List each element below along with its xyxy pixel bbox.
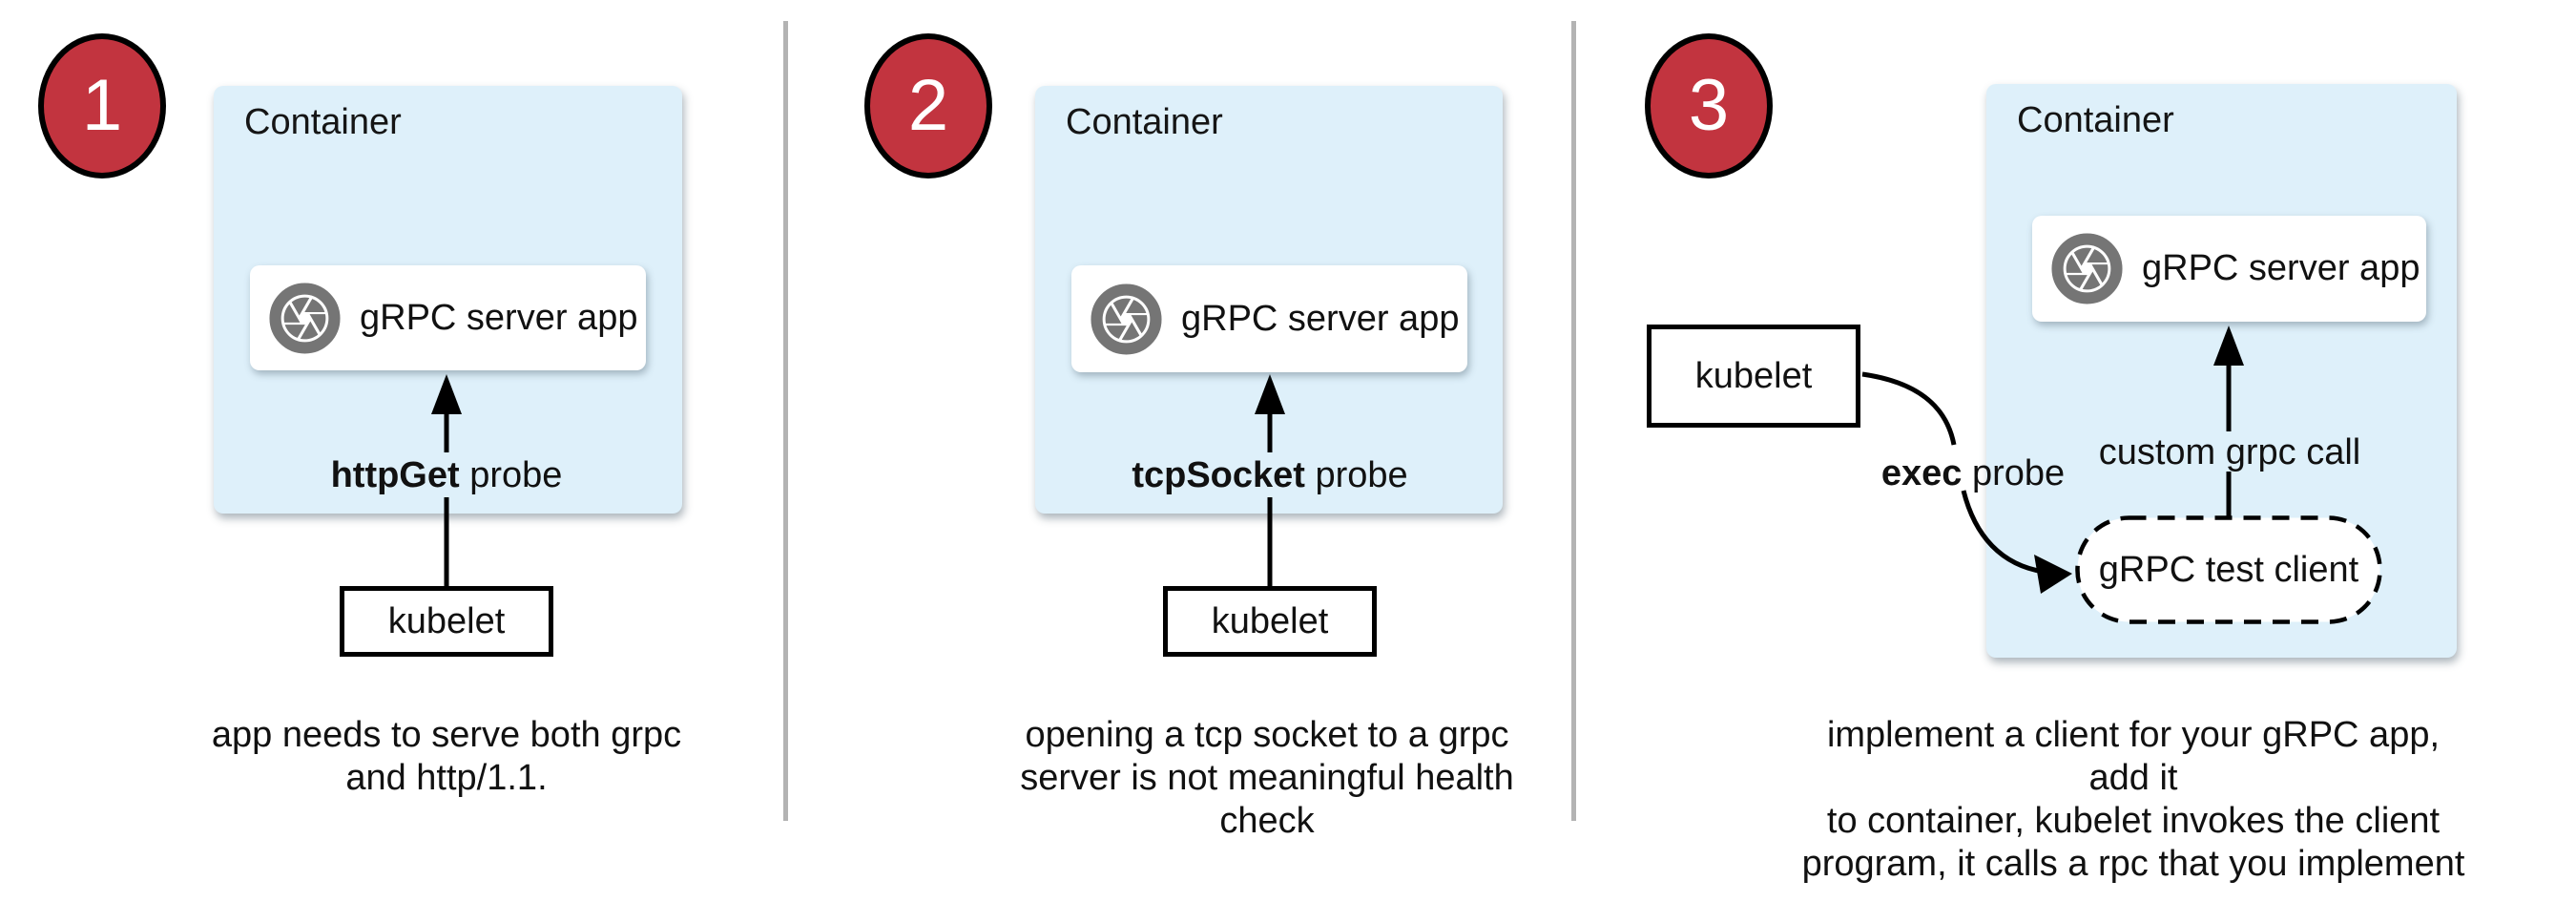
probe-word: probe — [1304, 455, 1408, 495]
custom-grpc-call-label: custom grpc call — [2098, 432, 2361, 472]
kubelet-label: kubelet — [387, 600, 506, 641]
kubelet-box: kubelet — [340, 586, 553, 657]
container-title: Container — [2017, 100, 2174, 140]
probe-type: exec — [1880, 453, 1963, 493]
container-title: Container — [1066, 102, 1223, 142]
probe-word: probe — [459, 455, 563, 495]
step-badge-1: 1 — [38, 33, 166, 178]
step-badge-2: 2 — [864, 33, 992, 178]
panel-divider — [783, 21, 788, 821]
exec-arrow-curve — [1861, 371, 1957, 446]
grpc-server-app-label: gRPC server app — [360, 297, 638, 338]
grpc-server-app-box: gRPC server app — [2032, 216, 2426, 322]
probe-label-exec: exec probe — [1782, 452, 2164, 495]
kubelet-box: kubelet — [1647, 325, 1860, 428]
arrowhead-up — [431, 374, 462, 414]
panel-caption-1: app needs to serve both grpc and http/1.… — [211, 715, 682, 798]
kubelet-label: kubelet — [1211, 600, 1329, 641]
grpc-server-app-box: gRPC server app — [250, 265, 646, 370]
step-badge-3: 3 — [1645, 33, 1773, 178]
aperture-icon — [269, 282, 341, 354]
arrowhead-right — [2034, 555, 2072, 594]
exec-arrow-curve — [1961, 490, 2045, 575]
aperture-icon — [1091, 283, 1162, 355]
arrowhead-up — [2213, 325, 2244, 366]
probe-label-httpget: httpGet probe — [256, 454, 637, 497]
kubelet-box: kubelet — [1163, 586, 1377, 657]
step-number: 3 — [1688, 65, 1730, 146]
grpc-test-client-shape — [2075, 515, 2382, 624]
panel-divider — [1571, 21, 1576, 821]
grpc-server-app-box: gRPC server app — [1071, 265, 1467, 372]
probe-label-tcpsocket: tcpSocket probe — [1079, 454, 1461, 497]
arrowhead-up — [1255, 374, 1285, 414]
panel-caption-2: opening a tcp socket to a grpc server is… — [1020, 715, 1514, 841]
step-number: 1 — [81, 65, 123, 146]
grpc-test-client-label: gRPC test client — [2098, 549, 2359, 590]
grpc-server-app-label: gRPC server app — [1181, 298, 1460, 339]
kubelet-label: kubelet — [1694, 355, 1813, 396]
grpc-server-app-label: gRPC server app — [2142, 248, 2420, 288]
step-number: 2 — [907, 65, 949, 146]
container-title: Container — [244, 102, 402, 142]
probe-word: probe — [1962, 453, 2066, 493]
aperture-icon — [2051, 233, 2123, 304]
probe-type: tcpSocket — [1132, 455, 1305, 495]
probe-type: httpGet — [330, 455, 460, 495]
panel-caption-3: implement a client for your gRPC app, ad… — [1801, 715, 2465, 884]
